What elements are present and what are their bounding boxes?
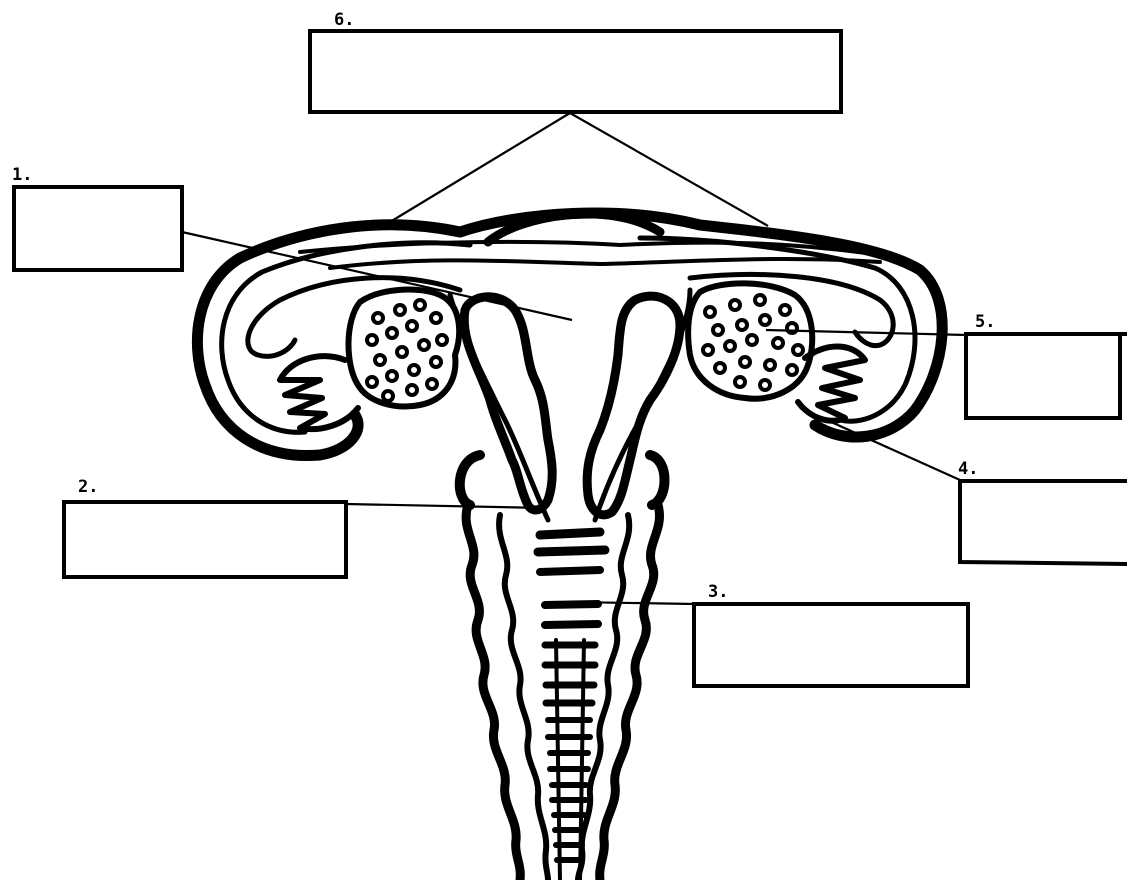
label-number-5: 5. bbox=[975, 312, 995, 332]
right-ovary-follicles bbox=[703, 295, 803, 390]
answer-box-5[interactable] bbox=[966, 334, 1127, 418]
vaginal-rugae bbox=[538, 532, 605, 860]
leader-6-left bbox=[390, 113, 570, 222]
answer-box-1[interactable] bbox=[14, 187, 182, 270]
left-ovary-follicles bbox=[367, 300, 447, 401]
right-ovary bbox=[688, 283, 812, 398]
label-number-4: 4. bbox=[958, 459, 978, 479]
leader-2 bbox=[346, 504, 545, 508]
label-number-1: 1. bbox=[12, 165, 32, 185]
answer-box-2[interactable] bbox=[64, 502, 346, 577]
answer-box-3[interactable] bbox=[694, 604, 968, 686]
answer-box-4[interactable] bbox=[960, 481, 1127, 564]
leader-4 bbox=[800, 408, 960, 480]
left-fimbriae bbox=[280, 356, 358, 429]
uterine-cavity-left bbox=[464, 297, 552, 510]
label-number-2: 2. bbox=[78, 477, 98, 497]
label-number-6: 6. bbox=[334, 10, 354, 30]
fundus-inner-line bbox=[330, 259, 880, 268]
label-number-3: 3. bbox=[708, 582, 728, 602]
answer-box-6[interactable] bbox=[310, 31, 841, 112]
vagina-left-outer-wall bbox=[466, 505, 520, 880]
